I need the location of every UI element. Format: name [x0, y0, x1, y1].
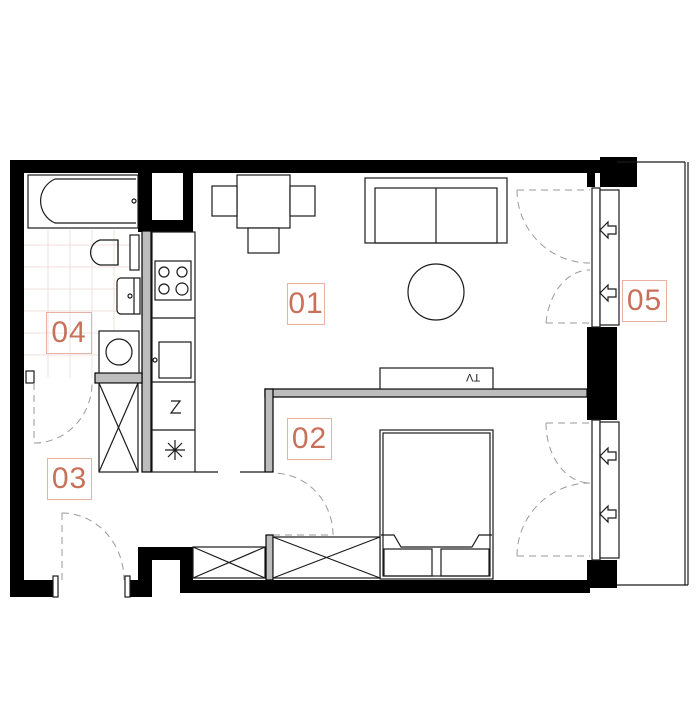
entrance-door[interactable] — [52, 512, 131, 598]
freezer-icon — [165, 440, 185, 460]
bathroom-door[interactable] — [33, 382, 93, 444]
toilet — [89, 234, 140, 271]
wardrobe-bedroom — [265, 534, 381, 581]
sofa — [364, 177, 508, 244]
room-label-bathroom: 04 — [46, 312, 92, 354]
bed — [379, 429, 494, 580]
coffee-table — [407, 263, 465, 321]
tv-label: TV — [466, 371, 481, 383]
tv-unit — [379, 367, 494, 390]
washing-machine — [98, 330, 140, 374]
room-label-hall: 03 — [47, 458, 92, 500]
balcony-door-top[interactable] — [516, 187, 620, 328]
balcony — [617, 161, 689, 586]
balcony-door-bottom[interactable] — [516, 419, 620, 561]
room-label-bedroom: 02 — [287, 418, 332, 460]
wardrobe-hall — [192, 546, 266, 579]
bathtub — [27, 174, 139, 229]
cooktop — [154, 260, 192, 301]
refrigerator-icon — [169, 400, 182, 414]
room-label-balcony: 05 — [622, 280, 667, 322]
room-label-living: 01 — [287, 283, 325, 325]
dining-table — [211, 174, 316, 254]
kitchen-sink — [152, 341, 192, 379]
storage-closet — [98, 382, 139, 473]
bedroom-door[interactable] — [195, 471, 334, 536]
bathroom-sink — [116, 277, 141, 315]
